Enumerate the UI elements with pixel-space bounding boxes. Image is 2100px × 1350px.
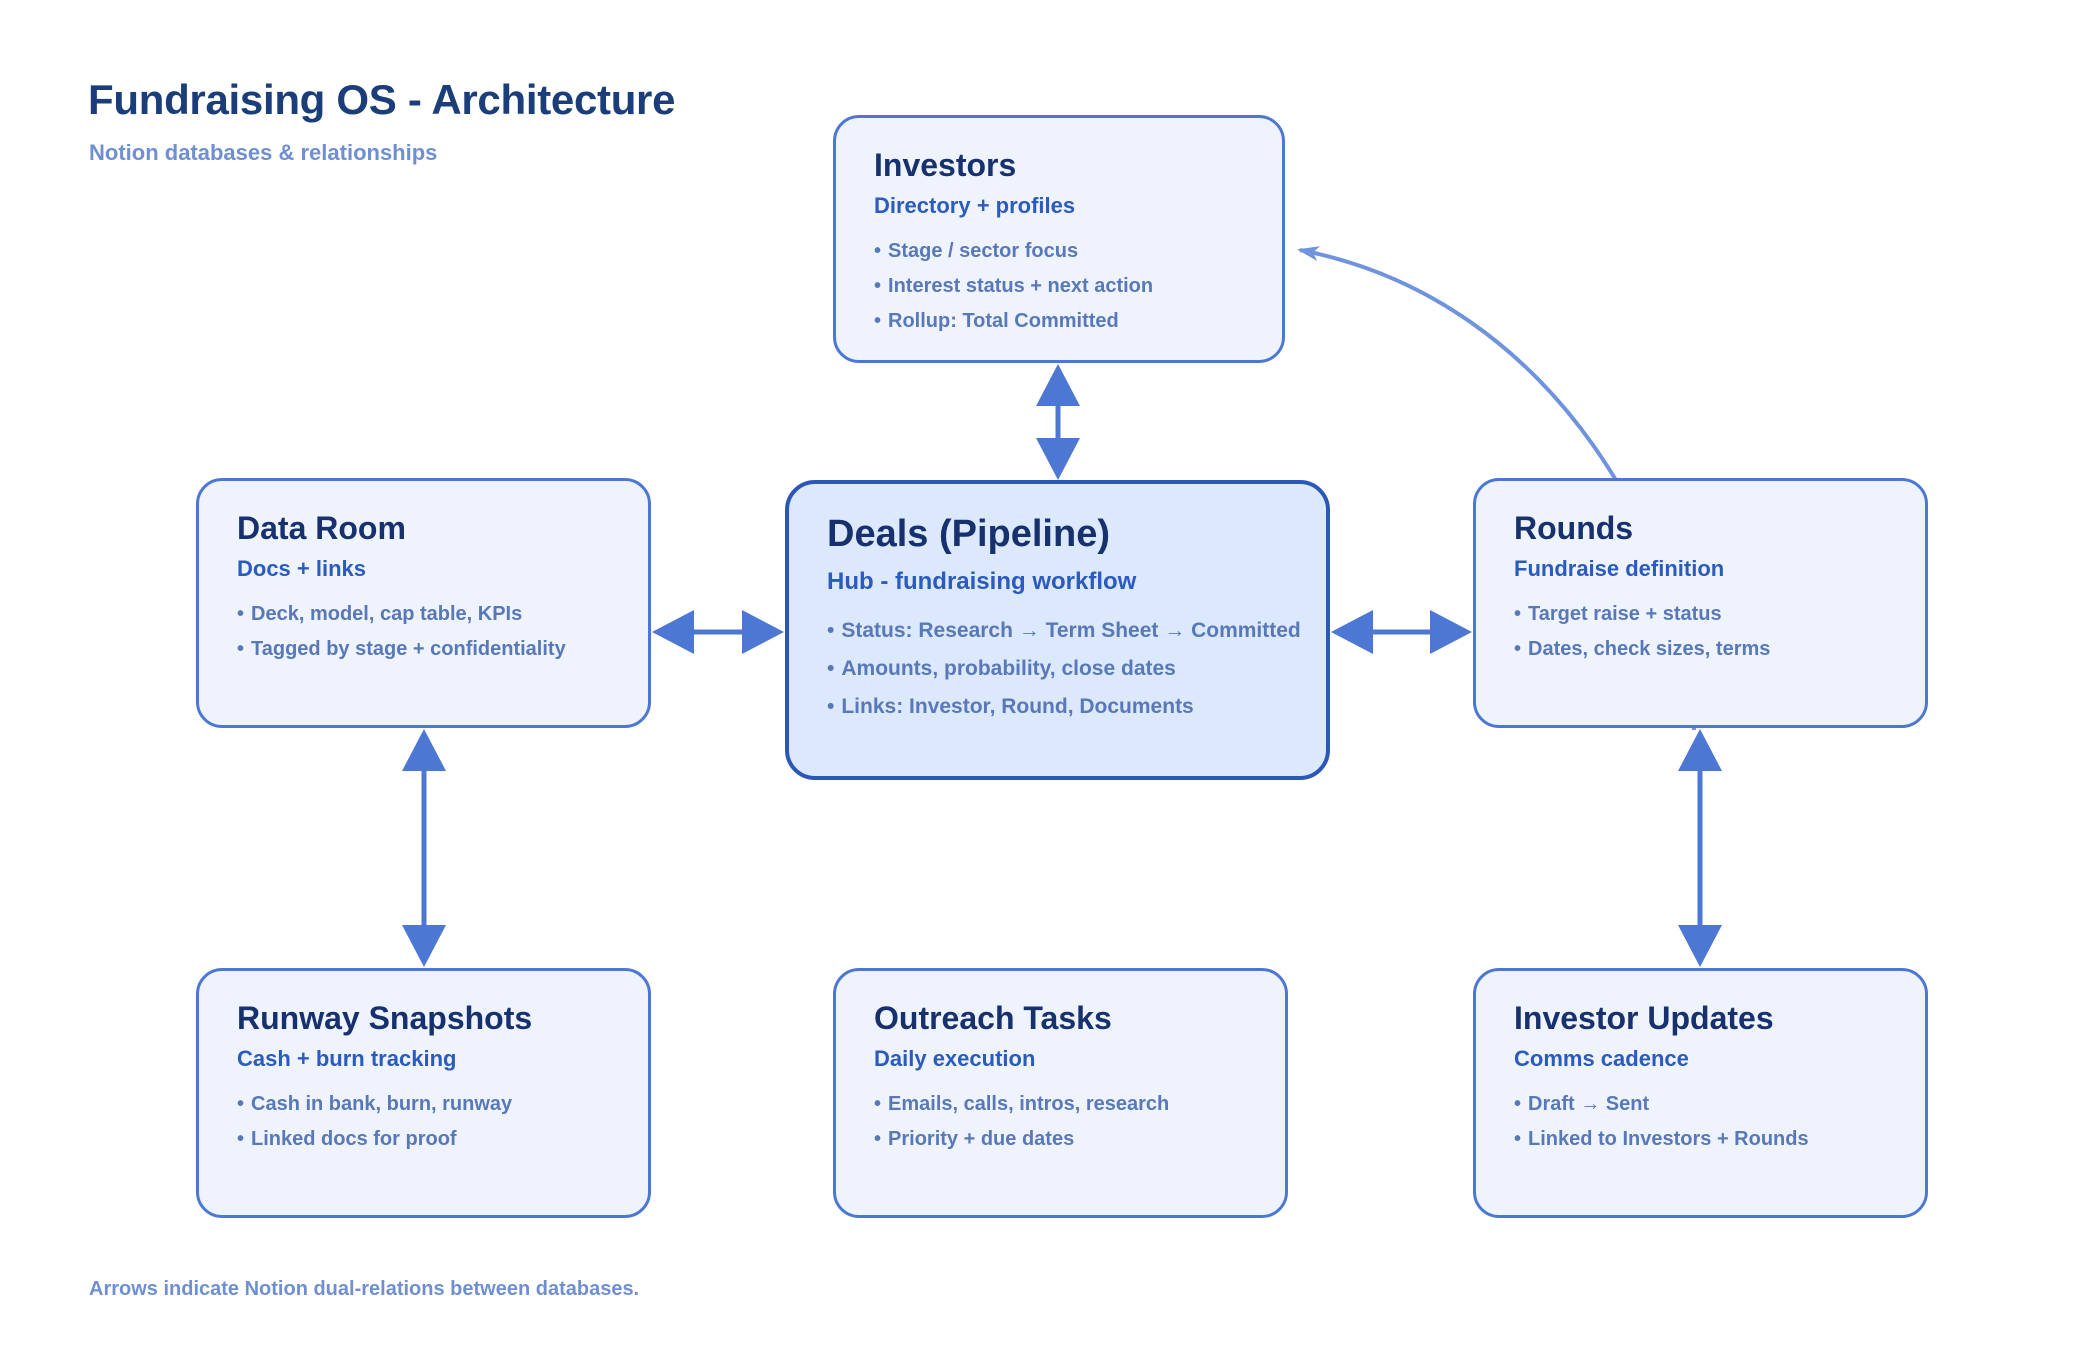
bullet-dot-icon: • — [237, 603, 245, 626]
connector-deals-rounds — [1331, 610, 1472, 654]
node-subtitle: Fundraise definition — [1514, 556, 1725, 582]
bullet-text: Interest status + next action — [888, 275, 1154, 298]
connector-investors-deals — [1036, 364, 1080, 480]
list-item: • Target raise + status — [1514, 604, 1891, 624]
node-title: Investors — [874, 147, 1017, 183]
list-item: • Cash in bank, burn, runway — [237, 1094, 614, 1114]
list-item: • Dates, check sizes, terms — [1514, 639, 1891, 659]
node-rounds[interactable]: Rounds Fundraise definition • Target rais… — [1473, 478, 1928, 728]
list-item: • Emails, calls, intros, research — [874, 1094, 1251, 1114]
bullet-text: Rollup: Total Committed — [888, 310, 1119, 333]
bullet-dot-icon: • — [874, 240, 882, 263]
node-subtitle: Docs + links — [237, 556, 367, 582]
list-item: • Rollup: Total Committed — [874, 311, 1248, 331]
node-subtitle: Directory + profiles — [874, 193, 1076, 219]
node-bullet-list: • Draft → Sent • Linked to Investors + Rou… — [1514, 1094, 1891, 1149]
bullet-dot-icon: • — [827, 694, 835, 718]
node-bullet-list: •Status: Research → Term Sheet → Committ… — [827, 618, 1301, 717]
bullet-text: Target raise + status — [1528, 603, 1722, 626]
bullet-text: Amounts, probability, close dates — [841, 656, 1176, 680]
bullet-text: Linked to Investors + Rounds — [1528, 1128, 1809, 1151]
node-title: Runway Snapshots — [237, 1000, 533, 1036]
node-data-room[interactable]: Data Room Docs + links • Deck, model, cap… — [196, 478, 651, 728]
list-item: • Stage / sector focus — [874, 241, 1248, 261]
connector-dataroom-deals — [652, 610, 784, 654]
bullet-text: Deck, model, cap table, KPIs — [251, 603, 523, 626]
list-item: • Linked docs for proof — [237, 1129, 614, 1149]
list-item: • Linked to Investors + Rounds — [1514, 1129, 1891, 1149]
bullet-text: Priority + due dates — [888, 1128, 1075, 1151]
bullet-dot-icon: • — [827, 618, 835, 642]
node-title: Deals (Pipeline) — [827, 513, 1110, 555]
bullet-dot-icon: • — [1514, 1128, 1522, 1151]
bullet-dot-icon: • — [1514, 1093, 1522, 1116]
list-item: • Draft → Sent — [1514, 1094, 1891, 1114]
bullet-text: Dates, check sizes, terms — [1528, 638, 1771, 661]
list-item: • Deck, model, cap table, KPIs — [237, 604, 614, 624]
node-bullet-list: • Emails, calls, intros, research • Priori… — [874, 1094, 1251, 1149]
node-title: Outreach Tasks — [874, 1000, 1112, 1036]
bullet-dot-icon: • — [1514, 638, 1522, 661]
node-investor-updates[interactable]: Investor Updates Comms cadence • Draft → … — [1473, 968, 1928, 1218]
bullet-dot-icon: • — [874, 275, 882, 298]
page-title: Fundraising OS - Architecture — [88, 76, 676, 123]
bullet-dot-icon: • — [237, 1128, 245, 1151]
bullet-dot-icon: • — [874, 1093, 882, 1116]
bullet-text: Draft → Sent — [1528, 1093, 1650, 1116]
node-outreach-tasks[interactable]: Outreach Tasks Daily execution • Emails, … — [833, 968, 1288, 1218]
list-item: •Amounts, probability, close dates — [827, 658, 1292, 679]
node-subtitle: Daily execution — [874, 1046, 1036, 1072]
bullet-dot-icon: • — [237, 1093, 245, 1116]
connector-dataroom-runway — [402, 729, 446, 967]
list-item: • Interest status + next action — [874, 276, 1248, 296]
bullet-text: Emails, calls, intros, research — [888, 1093, 1170, 1116]
bullet-text: Tagged by stage + confidentiality — [251, 638, 566, 661]
node-title: Investor Updates — [1514, 1000, 1774, 1036]
bullet-dot-icon: • — [874, 310, 882, 333]
page-subtitle: Notion databases & relationships — [89, 140, 438, 165]
bullet-dot-icon: • — [827, 656, 835, 680]
node-runway-snapshots[interactable]: Runway Snapshots Cash + burn tracking • C… — [196, 968, 651, 1218]
footer-note: Arrows indicate Notion dual-relations be… — [89, 1278, 640, 1300]
bullet-dot-icon: • — [237, 638, 245, 661]
node-subtitle: Comms cadence — [1514, 1046, 1689, 1072]
connector-rounds-updates — [1678, 729, 1722, 967]
bullet-dot-icon: • — [874, 1128, 882, 1151]
node-bullet-list: • Deck, model, cap table, KPIs • Tagged by… — [237, 604, 614, 659]
list-item: •Status: Research → Term Sheet → Committ… — [827, 618, 1301, 642]
list-item: •Links: Investor, Round, Documents — [827, 696, 1292, 717]
bullet-text: Status: Research → Term Sheet → Committe… — [841, 618, 1301, 642]
bullet-text: Linked docs for proof — [251, 1128, 457, 1151]
list-item: • Tagged by stage + confidentiality — [237, 639, 614, 659]
node-subtitle: Cash + burn tracking — [237, 1046, 457, 1072]
node-title: Data Room — [237, 510, 406, 546]
bullet-text: Stage / sector focus — [888, 240, 1079, 263]
bullet-text: Cash in bank, burn, runway — [251, 1093, 513, 1116]
node-investors[interactable]: Investors Directory + profiles • Stage / … — [833, 115, 1285, 363]
node-bullet-list: • Target raise + status • Dates, check siz… — [1514, 604, 1891, 659]
list-item: • Priority + due dates — [874, 1129, 1251, 1149]
node-bullet-list: • Cash in bank, burn, runway • Linked docs… — [237, 1094, 614, 1149]
bullet-dot-icon: • — [1514, 603, 1522, 626]
node-deals-pipeline[interactable]: Deals (Pipeline) Hub - fundraising workf… — [785, 480, 1330, 780]
node-bullet-list: • Stage / sector focus • Interest status +… — [874, 241, 1248, 331]
node-subtitle: Hub - fundraising workflow — [827, 567, 1137, 595]
node-title: Rounds — [1514, 510, 1634, 546]
bullet-text: Links: Investor, Round, Documents — [841, 694, 1194, 718]
